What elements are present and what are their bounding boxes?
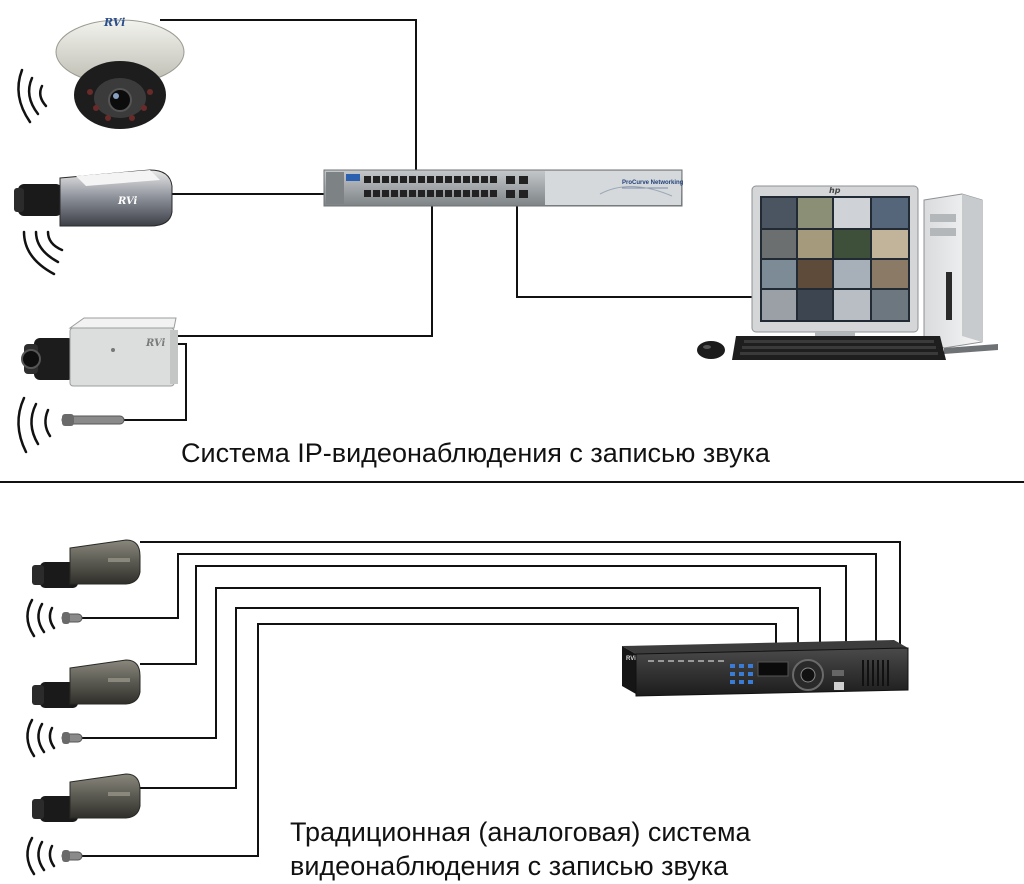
analog-caption-line-2: видеонаблюдения с записью звука	[290, 851, 729, 881]
sound-waves-analog-1	[26, 598, 56, 638]
analog-microphone-2	[61, 732, 83, 744]
dvr-display	[757, 661, 789, 677]
wire-analog-cam-3	[140, 607, 799, 789]
box-camera: RVi	[14, 169, 173, 227]
wire-dome-to-switch	[160, 19, 417, 178]
ip-wires	[122, 19, 752, 421]
switch-ports	[364, 176, 528, 198]
switch-brand-label: ProCurve Networking	[622, 180, 684, 186]
sound-waves-mic-ip	[17, 396, 52, 454]
audio-ip-camera: RVi	[21, 317, 178, 387]
monitor: hp	[751, 185, 919, 344]
dome-brand-logo: RVi	[103, 16, 125, 29]
wire-analog-cam-2	[140, 565, 847, 665]
analog-camera-1	[32, 539, 141, 588]
ir-leds	[87, 89, 153, 121]
audio-cam-brand-logo: RVi	[145, 338, 166, 349]
sound-waves-dome	[17, 68, 48, 124]
monitor-brand-logo: hp	[829, 186, 841, 195]
wire-switch-to-pc	[516, 206, 752, 298]
sound-waves-analog-3	[26, 836, 56, 876]
analog-microphone-3	[61, 850, 83, 862]
analog-system-caption: Традиционная (аналоговая) система видеон…	[290, 815, 751, 883]
pc-workstation: hp	[697, 185, 998, 360]
microphone-ip	[61, 414, 125, 426]
dvr-recorder: RVi	[622, 640, 909, 697]
sound-waves-box	[22, 230, 64, 276]
analog-camera-3	[32, 773, 141, 822]
wire-analog-mic-1	[80, 553, 877, 644]
keyboard	[732, 336, 946, 360]
dvr-front-leds	[648, 660, 724, 662]
monitor-video-tiles	[762, 198, 908, 320]
ip-system-caption: Система IP-видеонаблюдения с записью зву…	[181, 438, 770, 468]
wire-mic-to-audio-cam	[122, 343, 187, 421]
mouse	[697, 341, 725, 359]
box-brand-logo: RVi	[117, 196, 138, 207]
analog-microphone-1	[61, 612, 83, 624]
wire-audio-cam-to-switch	[176, 206, 433, 337]
analog-wires	[80, 541, 901, 857]
analog-caption-line-1: Традиционная (аналоговая) система	[290, 817, 751, 847]
wire-analog-mic-3	[80, 623, 777, 857]
dome-camera: RVi	[55, 16, 185, 129]
analog-camera-2	[32, 659, 141, 708]
dvr-button-grid	[730, 664, 753, 684]
network-switch: ProCurve Networking	[323, 169, 684, 207]
sound-waves-analog-2	[26, 718, 56, 758]
pc-tower	[923, 193, 998, 354]
dvr-brand-logo: RVi	[626, 656, 636, 662]
wire-analog-mic-2	[80, 587, 821, 739]
wire-analog-cam-1	[140, 541, 901, 644]
dvr-vent	[862, 660, 889, 686]
